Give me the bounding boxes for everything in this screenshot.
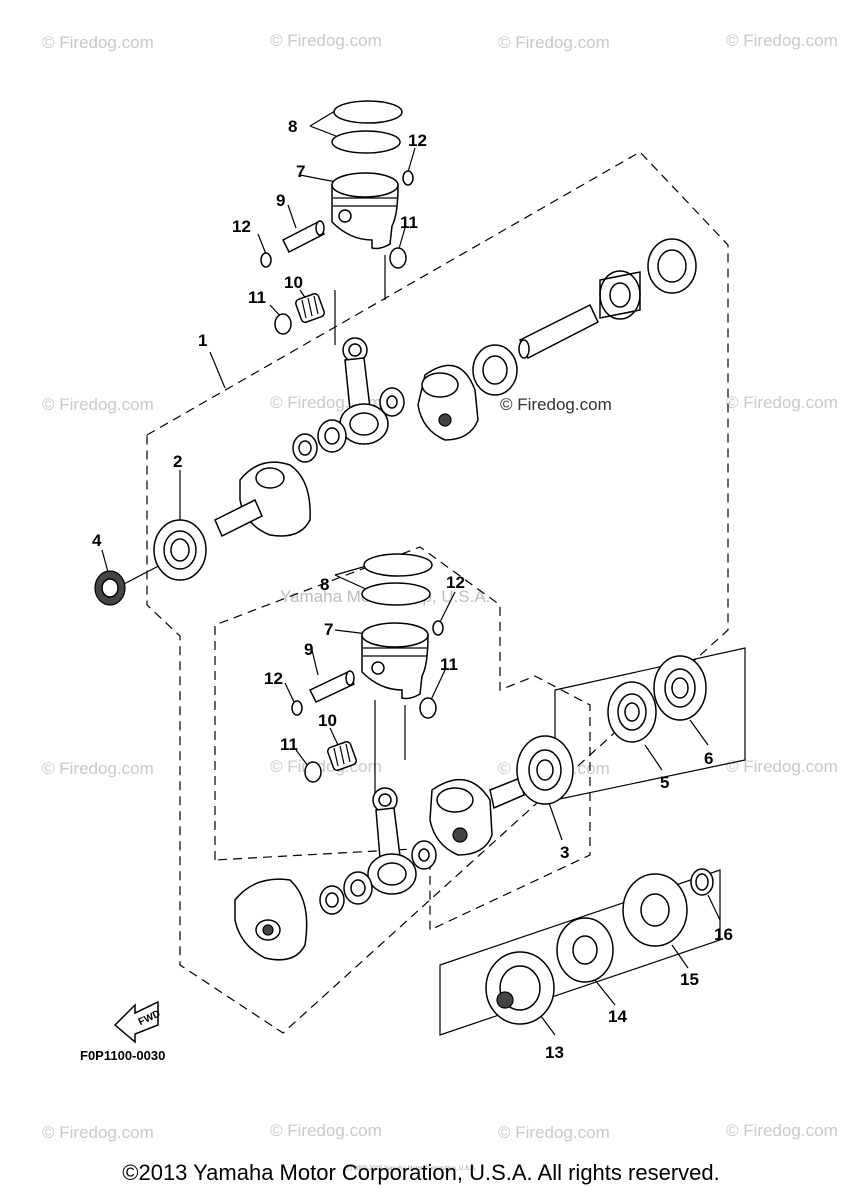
crankshaft-pin-upper xyxy=(518,303,599,360)
watermark-text: © Firedog.com xyxy=(42,33,154,52)
washer-upper xyxy=(389,247,407,269)
assembly-outline-1 xyxy=(146,151,729,1034)
watermark-text: © Firedog.com xyxy=(498,1123,610,1142)
callout-5: 5 xyxy=(660,773,669,792)
end-bearing-upper xyxy=(599,270,641,320)
big-end-bearing-lower xyxy=(319,871,373,915)
callout-2: 2 xyxy=(173,452,182,471)
clip-upper xyxy=(402,170,414,186)
crank-web-upper-left xyxy=(214,461,311,538)
needle-bearing-upper xyxy=(294,292,326,324)
piston-ring-lower xyxy=(363,553,433,577)
callout-12: 12 xyxy=(446,573,465,592)
callout-7: 7 xyxy=(296,162,305,181)
callout-numbers: 1 2 3 4 5 6 7 7 8 8 9 9 10 10 11 11 11 1… xyxy=(92,117,733,1062)
callout-9: 9 xyxy=(276,191,285,210)
washer-lower xyxy=(304,761,322,783)
crank-web-upper-right xyxy=(417,364,479,441)
watermark-text: © Firedog.com xyxy=(42,395,154,414)
washer-lower xyxy=(419,697,437,719)
end-seal-upper xyxy=(647,238,697,294)
watermark-text: © Firedog.com xyxy=(500,395,612,414)
fwd-arrow: FWD xyxy=(113,1000,162,1044)
callout-9: 9 xyxy=(304,640,313,659)
piston-ring-lower xyxy=(361,582,431,606)
main-bearing-upper-mid xyxy=(472,344,518,396)
figure-code: F0P1100-0030 xyxy=(80,1048,165,1063)
callout-4: 4 xyxy=(92,531,102,550)
main-bearing-3 xyxy=(516,735,574,805)
callout-11: 11 xyxy=(440,655,458,674)
oil-seal-4 xyxy=(94,570,126,606)
main-bearing-2 xyxy=(153,519,207,581)
needle-bearing-lower xyxy=(326,740,358,772)
copyright-footer: ©2013 Yamaha Motor Corporation, U.S.A. A… xyxy=(122,1160,720,1185)
bearing-5 xyxy=(607,681,657,743)
callout-3: 3 xyxy=(560,843,569,862)
watermark-text: © Firedog.com xyxy=(726,1121,838,1140)
callout-1: 1 xyxy=(198,331,207,350)
watermark-text: © Firedog.com xyxy=(726,393,838,412)
callout-13: 13 xyxy=(545,1043,564,1062)
piston-lower xyxy=(361,622,429,700)
watermarks: © Firedog.com © Firedog.com © Firedog.co… xyxy=(42,31,838,1142)
callout-6: 6 xyxy=(704,749,713,768)
clip-lower xyxy=(432,620,444,636)
big-end-bearing-upper xyxy=(292,419,347,463)
watermark-text: © Firedog.com xyxy=(270,1121,382,1140)
small-copyright: (c) 2000-2015 Yamaha Motor Corporation, … xyxy=(345,1166,477,1172)
clip-lower xyxy=(291,700,303,716)
callout-11: 11 xyxy=(248,288,266,307)
leader-lines xyxy=(101,107,721,1036)
piston-upper xyxy=(331,172,399,250)
connecting-rod-lower xyxy=(367,787,417,895)
callout-12: 12 xyxy=(408,131,427,150)
coupling-hub-13 xyxy=(485,951,555,1025)
callout-12: 12 xyxy=(264,669,283,688)
shim-16 xyxy=(690,868,714,896)
connecting-rod-upper xyxy=(339,337,389,445)
watermark-text: © Firedog.com xyxy=(42,1123,154,1142)
callout-8: 8 xyxy=(288,117,297,136)
coupling-15 xyxy=(622,873,688,947)
callout-12: 12 xyxy=(232,217,251,236)
washer-upper xyxy=(274,313,292,335)
callout-8: 8 xyxy=(320,575,329,594)
callout-10: 10 xyxy=(284,273,303,292)
callout-14: 14 xyxy=(608,1007,627,1026)
assembly-outline-lower xyxy=(214,546,591,931)
watermark-text: © Firedog.com xyxy=(726,31,838,50)
piston-ring-upper xyxy=(333,100,403,124)
callout-11: 11 xyxy=(400,213,418,232)
callout-10: 10 xyxy=(318,711,337,730)
watermark-text: © Firedog.com xyxy=(726,757,838,776)
coupling-damper-14 xyxy=(556,917,614,983)
crank-web-lower-left xyxy=(234,878,308,961)
piston-pin-upper xyxy=(281,220,326,254)
callout-11: 11 xyxy=(280,735,298,754)
piston-pin-lower xyxy=(308,670,356,703)
oil-seal-6 xyxy=(653,655,707,721)
callout-7: 7 xyxy=(324,620,333,639)
callout-15: 15 xyxy=(680,970,699,989)
watermark-text: © Firedog.com xyxy=(42,759,154,778)
piston-ring-upper xyxy=(331,130,401,154)
watermark-text: © Firedog.com xyxy=(498,33,610,52)
clip-upper xyxy=(260,252,272,268)
callout-16: 16 xyxy=(714,925,733,944)
watermark-text: © Firedog.com xyxy=(270,757,382,776)
crank-web-lower-right xyxy=(429,776,525,856)
watermark-text: © Firedog.com xyxy=(270,31,382,50)
